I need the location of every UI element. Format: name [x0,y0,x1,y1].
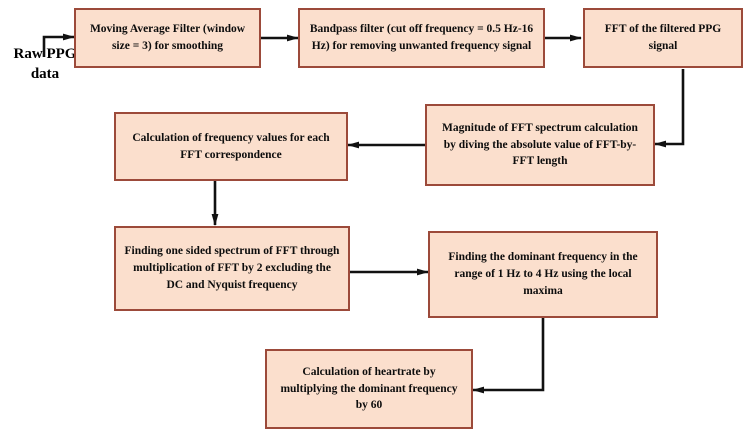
node-magnitude-fft-spectrum[interactable]: Magnitude of FFT spectrum calculation by… [425,104,655,186]
node-bandpass-filter-text: Bandpass filter (cut off frequency = 0.5… [309,23,534,52]
node-dominant-frequency-text: Finding the dominant frequency in the ra… [448,251,638,297]
node-moving-average-filter[interactable]: Moving Average Filter (window size = 3) … [74,8,261,68]
raw-ppg-data-line1: Raw PPG [13,46,77,62]
node-moving-average-filter-text: Moving Average Filter (window size = 3) … [89,23,246,52]
node-fft-filtered-signal[interactable]: FFT of the filtered PPG signal [583,8,743,68]
edge-fft-to-magnitude [654,69,685,148]
node-heartrate-calculation-text: Calculation of heartrate by multiplying … [280,365,458,412]
raw-ppg-data-line2: data [30,65,60,82]
node-fft-filtered-signal-text: FFT of the filtered PPG signal [604,23,722,52]
node-frequency-values-calculation[interactable]: Calculation of frequency values for each… [114,112,348,181]
node-heartrate-calculation[interactable]: Calculation of heartrate by multiplying … [265,349,473,429]
edge-dominant-to-heartrate [472,318,545,394]
node-frequency-values-calculation-text: Calculation of frequency values for each… [132,131,330,161]
node-one-sided-spectrum-text: Finding one sided spectrum of FFT throug… [124,245,340,291]
raw-ppg-data-label: Raw PPG data [2,45,88,84]
node-bandpass-filter[interactable]: Bandpass filter (cut off frequency = 0.5… [298,8,545,68]
node-one-sided-spectrum[interactable]: Finding one sided spectrum of FFT throug… [114,226,350,311]
node-dominant-frequency[interactable]: Finding the dominant frequency in the ra… [428,231,658,318]
node-magnitude-fft-spectrum-text: Magnitude of FFT spectrum calculation by… [442,121,638,168]
